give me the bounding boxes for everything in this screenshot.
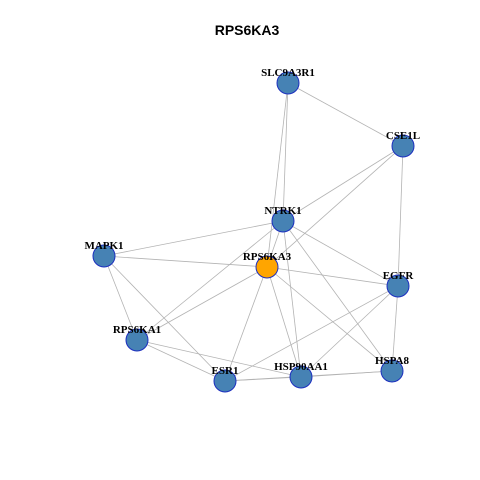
edge-slc9a3r1-cse1l <box>287 82 404 147</box>
node-circle-egfr[interactable] <box>386 274 410 298</box>
node-label-esr1: ESR1 <box>212 365 239 377</box>
node-egfr[interactable]: EGFR <box>383 270 415 298</box>
node-label-ntrk1: NTRK1 <box>264 205 301 217</box>
edge-ntrk1-mapk1 <box>103 220 284 257</box>
edge-ntrk1-egfr <box>282 220 399 287</box>
edge-cse1l-egfr <box>397 145 404 287</box>
node-label-hspa8: HSPA8 <box>375 355 410 367</box>
node-rps6ka1[interactable]: RPS6KA1 <box>113 324 161 352</box>
node-hspa8[interactable]: HSPA8 <box>375 355 410 383</box>
node-mapk1[interactable]: MAPK1 <box>84 240 124 268</box>
edge-hsp90aa1-hspa8 <box>300 370 393 378</box>
edge-egfr-hspa8 <box>391 285 399 372</box>
node-circle-ntrk1[interactable] <box>271 209 295 233</box>
edge-rps6ka3-hspa8 <box>266 266 393 372</box>
edges-layer <box>103 82 404 382</box>
edge-ntrk1-rps6ka1 <box>136 220 284 341</box>
node-rps6ka3[interactable]: RPS6KA3 <box>243 251 292 279</box>
edge-slc9a3r1-ntrk1 <box>282 82 289 222</box>
edge-rps6ka3-hsp90aa1 <box>266 266 302 378</box>
node-label-cse1l: CSE1L <box>386 130 420 142</box>
edge-rps6ka3-esr1 <box>224 266 268 382</box>
node-circle-cse1l[interactable] <box>391 134 415 158</box>
edge-rps6ka1-hsp90aa1 <box>136 339 302 378</box>
node-ntrk1[interactable]: NTRK1 <box>264 205 302 233</box>
node-circle-slc9a3r1[interactable] <box>276 71 300 95</box>
edge-slc9a3r1-rps6ka3 <box>266 82 289 268</box>
edge-mapk1-rps6ka3 <box>103 255 268 268</box>
edge-egfr-esr1 <box>224 285 399 382</box>
node-esr1[interactable]: ESR1 <box>212 365 239 393</box>
diagram-title: RPS6KA3 <box>215 22 280 38</box>
node-circle-esr1[interactable] <box>213 369 237 393</box>
node-circle-mapk1[interactable] <box>92 244 116 268</box>
node-slc9a3r1[interactable]: SLC9A3R1 <box>261 67 315 95</box>
edge-mapk1-rps6ka1 <box>103 255 138 341</box>
node-label-mapk1: MAPK1 <box>84 240 123 252</box>
node-hsp90aa1[interactable]: HSP90AA1 <box>274 361 328 389</box>
node-cse1l[interactable]: CSE1L <box>386 130 420 158</box>
edge-rps6ka3-egfr <box>266 266 399 287</box>
edge-ntrk1-hspa8 <box>282 220 393 372</box>
node-circle-hspa8[interactable] <box>380 359 404 383</box>
node-circle-rps6ka1[interactable] <box>125 328 149 352</box>
edge-rps6ka3-rps6ka1 <box>136 266 268 341</box>
edge-ntrk1-hsp90aa1 <box>282 220 302 378</box>
node-label-rps6ka1: RPS6KA1 <box>113 324 161 336</box>
edge-egfr-hsp90aa1 <box>300 285 399 378</box>
node-circle-rps6ka3[interactable] <box>255 255 279 279</box>
node-label-slc9a3r1: SLC9A3R1 <box>261 67 315 79</box>
node-label-hsp90aa1: HSP90AA1 <box>274 361 328 373</box>
node-circle-hsp90aa1[interactable] <box>289 365 313 389</box>
node-label-egfr: EGFR <box>383 270 415 282</box>
node-label-rps6ka3: RPS6KA3 <box>243 251 292 263</box>
edge-rps6ka1-esr1 <box>136 339 226 382</box>
edge-cse1l-rps6ka3 <box>266 145 404 268</box>
edge-cse1l-ntrk1 <box>282 145 404 222</box>
edge-mapk1-esr1 <box>103 255 226 382</box>
